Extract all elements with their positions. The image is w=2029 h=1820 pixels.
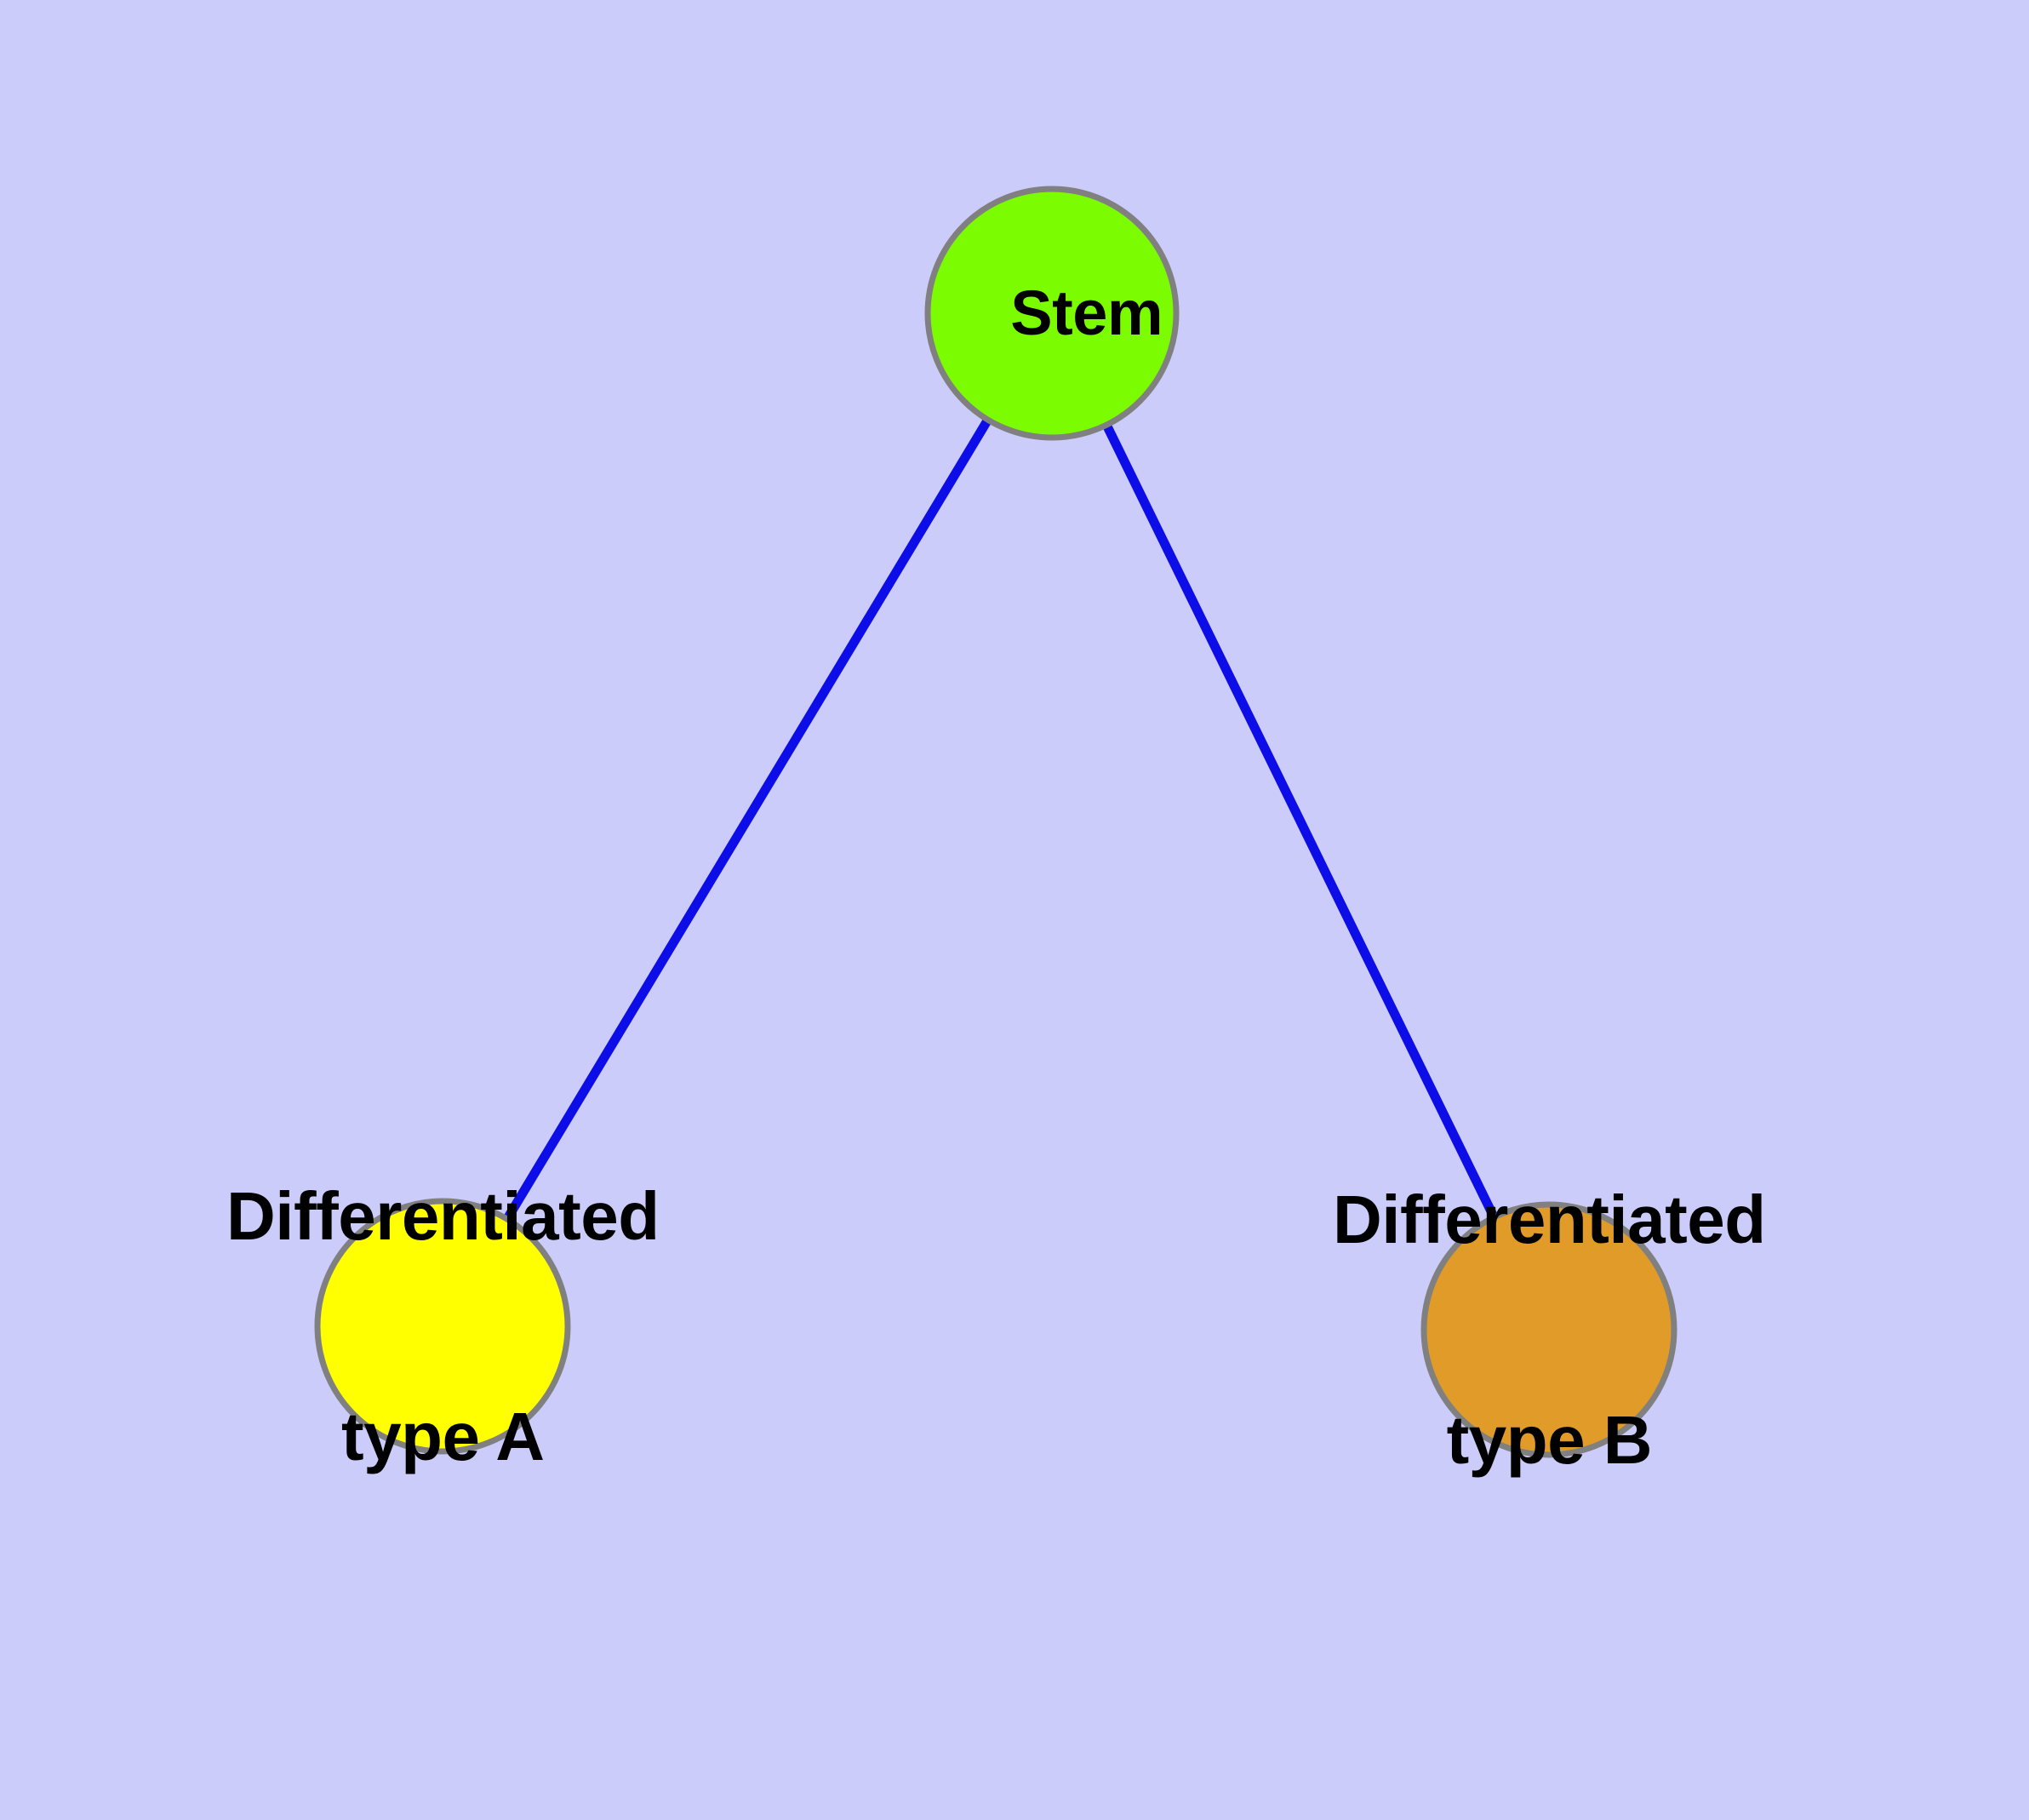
node-differentiated-type-b[interactable] <box>1420 1201 1677 1458</box>
edge-stem-to-differentiated-a[interactable] <box>503 417 992 1222</box>
node-stem[interactable] <box>924 186 1180 441</box>
nodes-group <box>314 186 1677 1458</box>
node-differentiated-type-a[interactable] <box>314 1198 571 1455</box>
edge-stem-to-differentiated-b[interactable] <box>1102 422 1499 1220</box>
edges-group <box>503 417 1499 1222</box>
